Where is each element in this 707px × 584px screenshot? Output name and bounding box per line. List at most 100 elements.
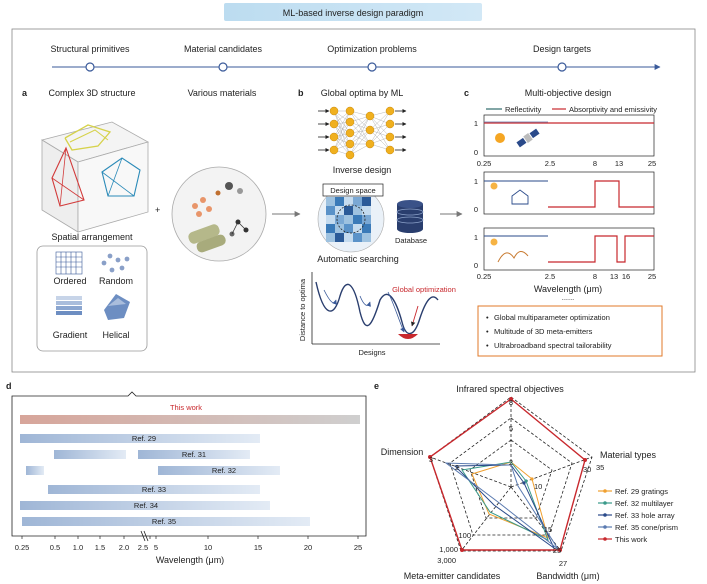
c-ytick: 1 (474, 233, 478, 242)
radar-markers (428, 397, 587, 552)
panel-d-frame (11, 391, 367, 537)
spectrum-plot-2 (483, 171, 655, 215)
helical-icon (104, 294, 130, 320)
c-xlabel: Wavelength (μm) (534, 284, 602, 294)
panel-b-letter: b (298, 88, 304, 98)
c-ytick: 0 (474, 148, 478, 157)
radar-legend-item: Ref. 35 cone/prism (615, 523, 678, 532)
c-ytick: 0 (474, 261, 478, 270)
d-xtick: 5 (154, 543, 158, 552)
bar-ref-34 (20, 501, 270, 510)
bar-ref-29 (20, 434, 260, 443)
arrangement-label: Gradient (53, 330, 88, 340)
c-xtick: 25 (648, 272, 656, 281)
radar-legend (598, 489, 612, 541)
timeline-label: Optimization problems (327, 44, 417, 54)
random-icon (101, 253, 130, 273)
timeline-label: Structural primitives (50, 44, 130, 54)
arrangement-label: Helical (102, 330, 129, 340)
ordered-icon (55, 251, 83, 275)
panel-c-title: Multi-objective design (525, 88, 612, 98)
timeline-node (218, 62, 228, 72)
radar-axis-label: Bandwidth (μm) (536, 571, 599, 581)
materials-sphere-illustration (171, 166, 267, 262)
timeline-node (85, 62, 95, 72)
bar-label: Ref. 35 (152, 517, 176, 526)
radar-axis-label: Infrared spectral objectives (456, 384, 564, 394)
timeline-nodes (85, 62, 567, 72)
c-xtick: 13 (615, 159, 623, 168)
bar-ref-32b (158, 466, 280, 475)
summary-box (477, 305, 663, 357)
global-opt-label-text: Global optimization (392, 285, 456, 294)
axis-break-mark (140, 530, 149, 542)
radar-legend-item: This work (615, 535, 647, 544)
radar-tick: 1,000 (439, 545, 458, 554)
radar-axis-label: Material types (600, 450, 657, 460)
summary-item: Multitude of 3D meta-emitters (494, 327, 593, 336)
arrangement-label: Ordered (53, 276, 86, 286)
design-space-heatmap (317, 183, 385, 253)
c-xtick: 8 (593, 272, 597, 281)
optimization-landscape-plot (311, 272, 440, 345)
bar-label: Ref. 34 (134, 501, 158, 510)
summary-item: Global multiparameter optimization (494, 313, 610, 322)
bar-label: Ref. 31 (182, 450, 206, 459)
radar-series-this-work (429, 398, 586, 551)
database-label: Database (395, 236, 427, 245)
radar-tick: 25 (553, 546, 561, 555)
panel-a-title-right: Various materials (188, 88, 257, 98)
design-space-label: Design space (330, 186, 375, 195)
radar-legend-item: Ref. 33 hole array (615, 511, 675, 520)
banner-box (224, 3, 482, 21)
radar-tick: 8 (509, 398, 513, 407)
radar-series-ref-32 (461, 461, 549, 541)
radar-axis-label: Dimension (381, 447, 424, 457)
c-ytick: 1 (474, 177, 478, 186)
radar-series-ref-35 (444, 462, 559, 550)
bar-ref-32a (26, 466, 44, 475)
bar-label: Ref. 29 (132, 434, 156, 443)
c-ellipsis: ...... (562, 293, 575, 302)
d-xtick: 0.25 (15, 543, 30, 552)
c-xtick: 2.5 (545, 159, 555, 168)
radar-axis-label: Meta-emitter candidates (404, 571, 501, 581)
timeline-node (367, 62, 377, 72)
c-ytick: 0 (474, 205, 478, 214)
c-xtick: 16 (622, 272, 630, 281)
top-frame (11, 28, 696, 373)
spectrum-plot-3 (483, 227, 655, 271)
arrangement-box (36, 245, 148, 352)
c-xtick: 8 (593, 159, 597, 168)
bar-ref-31a (54, 450, 126, 459)
d-xtick: 1.5 (95, 543, 105, 552)
summary-bullet: • (486, 327, 489, 336)
c-xtick: 2.5 (545, 272, 555, 281)
radar-tick: 10 (534, 482, 542, 491)
d-xtick: 1.0 (73, 543, 83, 552)
radar-series-ref-33 (453, 464, 556, 550)
panel-e-letter: e (374, 381, 379, 391)
radar-tick: 27 (559, 559, 567, 568)
bar-ref-31b (138, 450, 250, 459)
bar-label: Ref. 33 (142, 485, 166, 494)
panel-d-letter: d (6, 381, 12, 391)
summary-item: Ultrabroadband spectral tailorability (494, 341, 612, 350)
summary-bullet: • (486, 313, 489, 322)
panel-c-letter: c (464, 88, 469, 98)
radar-tick: 5 (509, 424, 513, 433)
bar-ref-33 (48, 485, 260, 494)
c-xtick: 0.25 (477, 272, 492, 281)
gradient-icon (56, 296, 82, 315)
radar-tick: 3 (429, 455, 433, 464)
panel-b-title: Global optima by ML (321, 88, 404, 98)
d-xtick: 15 (254, 543, 262, 552)
automatic-searching-label: Automatic searching (317, 254, 399, 264)
bar-label: Ref. 32 (212, 466, 236, 475)
bar-this-work (20, 415, 360, 424)
legend-absorptivity: Absorptivity and emissivity (569, 105, 657, 114)
neural-network-illustration (318, 106, 407, 160)
radar-tick: 30 (583, 465, 591, 474)
this-work-label: This work (170, 403, 202, 412)
